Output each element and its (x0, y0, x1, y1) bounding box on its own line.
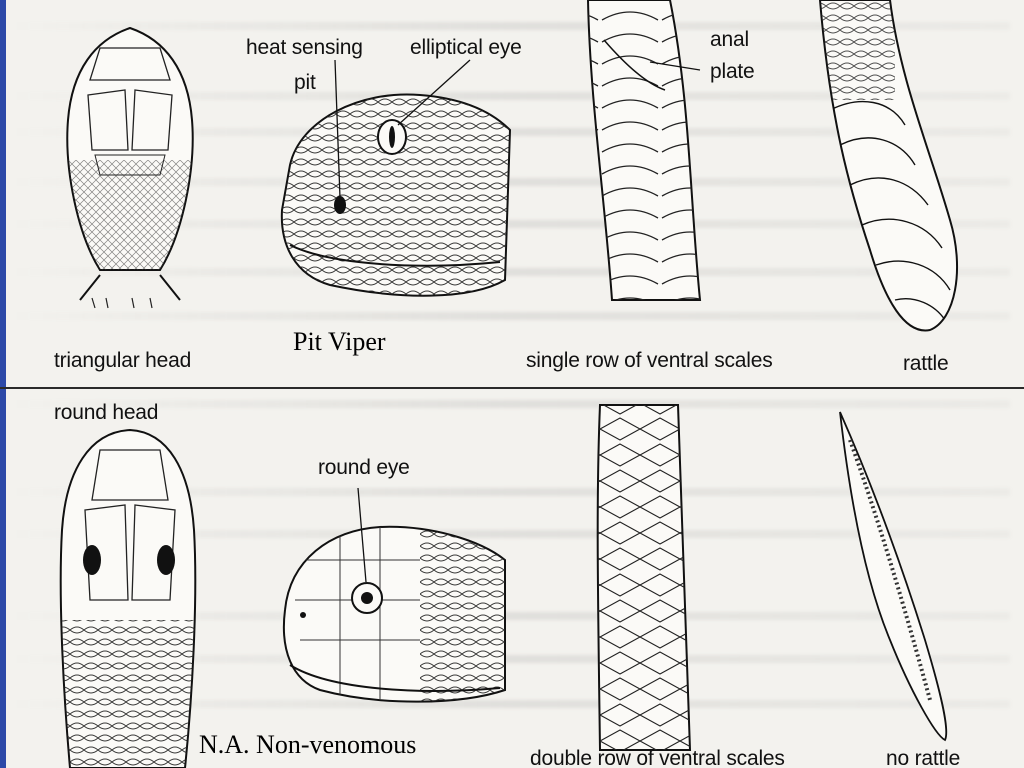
round-head-drawing (59, 428, 197, 768)
background-text-line (10, 400, 1010, 408)
heat-sensing-label: heat sensing (246, 36, 363, 59)
section-divider (0, 387, 1024, 389)
slide-left-edge (0, 0, 6, 768)
non-venomous-side-head-drawing (282, 487, 506, 703)
background-text-line (10, 530, 1010, 538)
background-text-line (10, 700, 1010, 708)
background-text-line (10, 612, 1010, 620)
plate-label: plate (710, 60, 755, 83)
pit-label: pit (294, 71, 316, 94)
double-row-label: double row of ventral scales (530, 747, 785, 768)
background-text-line (10, 488, 1010, 496)
background-text-line (10, 268, 1010, 276)
non-venomous-caption: N.A. Non-venomous (199, 730, 417, 759)
triangular-head-drawing (66, 26, 194, 309)
round-eye-label: round eye (318, 456, 410, 479)
background-text-line (10, 22, 1010, 30)
single-row-label: single row of ventral scales (526, 349, 773, 372)
anal-label: anal (710, 28, 749, 51)
pit-viper-caption: Pit Viper (293, 327, 386, 356)
background-text-line (10, 178, 1010, 186)
single-row-ventral-scales-drawing (586, 0, 702, 301)
no-rattle-tail-drawing (839, 411, 948, 742)
background-text-line (10, 92, 1010, 100)
elliptical-eye-label: elliptical eye (410, 36, 522, 59)
rattle-drawing (818, 0, 959, 332)
no-rattle-label: no rattle (886, 747, 961, 768)
double-row-ventral-scales-drawing (596, 404, 692, 751)
rattle-label: rattle (903, 352, 949, 375)
background-text-line (10, 312, 1010, 320)
triangular-head-label: triangular head (54, 349, 192, 372)
background-text-line (10, 220, 1010, 228)
pit-viper-side-head-drawing (280, 59, 512, 297)
background-text-line (10, 655, 1010, 663)
round-head-label: round head (54, 401, 159, 424)
